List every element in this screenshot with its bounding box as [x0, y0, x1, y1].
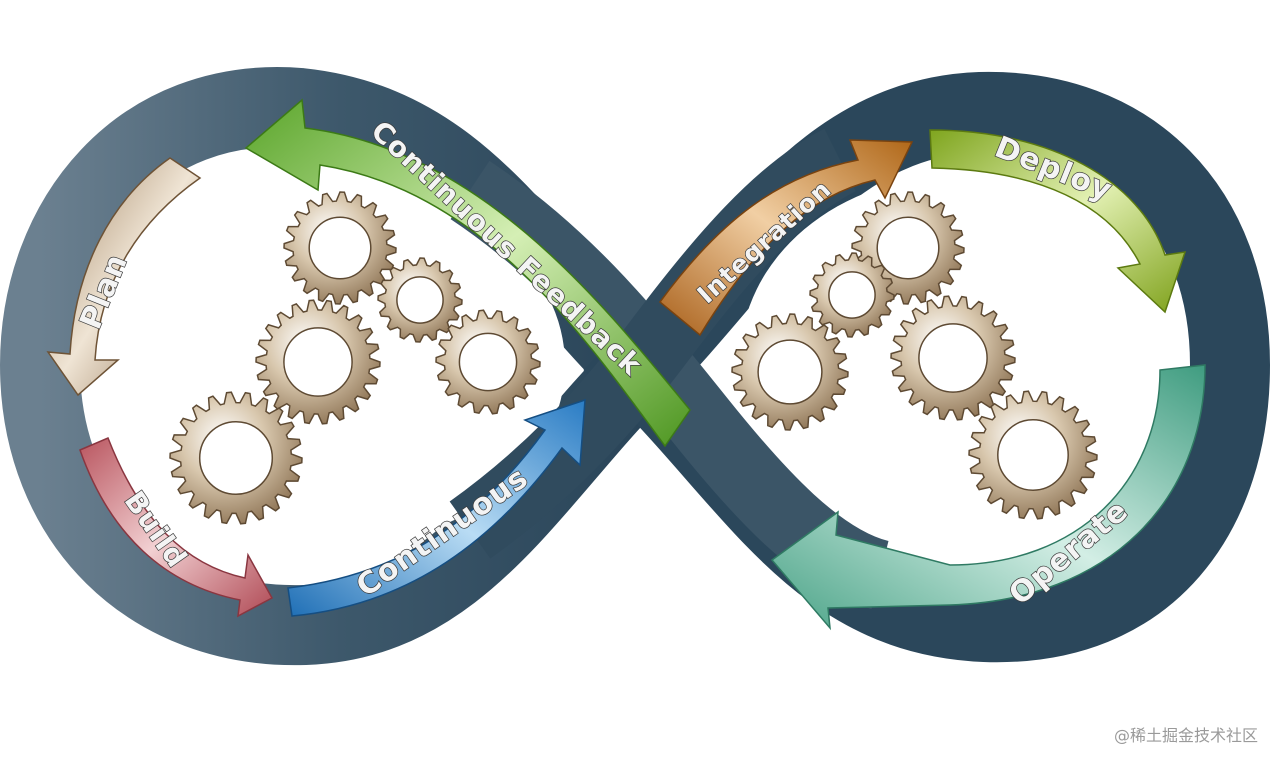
gear-hole	[308, 216, 372, 280]
gears-group	[169, 191, 1098, 525]
gear-hole	[757, 339, 823, 405]
deploy-arrow	[929, 129, 1187, 314]
gear-hole	[828, 271, 876, 319]
build-arrow	[79, 437, 274, 618]
gear-hole	[198, 420, 274, 496]
gear-hole	[876, 216, 940, 280]
operate-arrow	[770, 364, 1206, 631]
gear-hole	[458, 332, 518, 392]
gear-hole	[997, 419, 1069, 491]
gear-hole	[396, 276, 444, 324]
integration-arrow	[658, 139, 914, 337]
gear-hole	[283, 327, 353, 397]
continuous-arrow	[287, 398, 586, 617]
continuous-feedback-arrow	[244, 98, 691, 448]
gear-hole	[918, 323, 988, 393]
watermark: @稀土掘金技术社区	[1113, 726, 1258, 745]
plan-arrow	[46, 157, 202, 397]
